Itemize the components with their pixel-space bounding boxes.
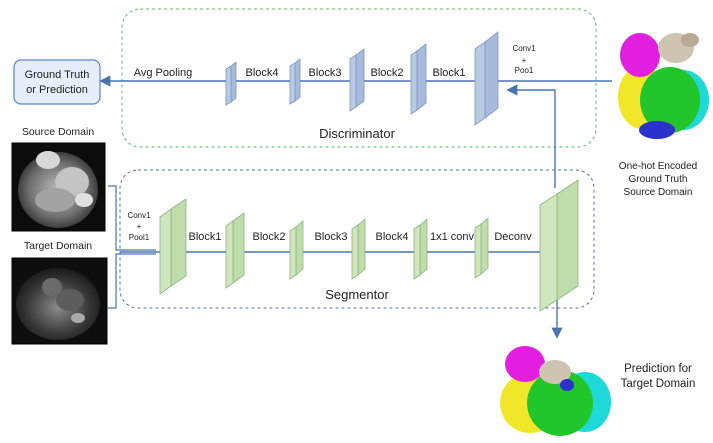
target-input-connector (108, 253, 156, 309)
ground-truth-caption-line2: Ground Truth (629, 174, 688, 185)
disc-block3-label: Block3 (308, 67, 341, 79)
ground-truth-heart-render (618, 33, 709, 139)
disc-block-3 (349, 48, 365, 112)
source-domain-image (11, 142, 106, 232)
disc-avg-pooling-label: Avg Pooling (134, 67, 193, 79)
seg-conv1-plus: + (137, 222, 142, 231)
segmentor-group (119, 169, 595, 309)
seg-conv1-line1: Conv1 (127, 211, 151, 220)
source-domain-label: Source Domain (22, 126, 95, 138)
disc-conv1-plus: + (522, 56, 527, 65)
disc-block-4 (289, 58, 301, 105)
seg-1x1conv-label: 1x1 conv (430, 231, 475, 243)
target-domain-label: Target Domain (24, 240, 92, 252)
prediction-heart-render (500, 346, 611, 436)
prediction-caption-line1: Prediction for (624, 363, 692, 375)
seg-block4-label: Block4 (375, 231, 408, 243)
disc-conv1-line1: Conv1 (512, 44, 536, 53)
deconv-to-discriminator-arrow (506, 84, 556, 188)
disc-block4-label: Block4 (245, 67, 278, 79)
disc-block1-label: Block1 (432, 67, 465, 79)
disc-conv1-line2: Poo1 (515, 66, 534, 75)
seg-block-4 (413, 218, 428, 280)
discriminator-title: Discriminator (319, 126, 396, 141)
output-box (13, 59, 101, 105)
seg-block-3 (351, 218, 366, 280)
ground-truth-caption-line3: Source Domain (624, 187, 693, 198)
seg-block3-label: Block3 (314, 231, 347, 243)
seg-block-conv1 (159, 198, 187, 295)
output-box-line2: or Prediction (26, 84, 88, 96)
source-input-connector (108, 185, 156, 251)
target-domain-image (11, 257, 108, 345)
discriminator-group (121, 8, 597, 148)
ground-truth-caption-line1: One-hot Encoded (619, 161, 697, 172)
seg-block-1x1conv (474, 217, 489, 279)
seg-block-deconv (539, 179, 579, 312)
disc-block-2 (410, 43, 427, 115)
disc-block-avgpool (225, 61, 237, 106)
seg-block2-label: Block2 (252, 231, 285, 243)
seg-deconv-label: Deconv (494, 231, 532, 243)
segmentor-title: Segmentor (325, 287, 389, 302)
seg-block-1 (225, 212, 245, 289)
output-box-line1: Ground Truth (25, 69, 90, 81)
seg-conv1-line2: Pool1 (129, 233, 150, 242)
seg-block1-label: Block1 (188, 231, 221, 243)
disc-block2-label: Block2 (370, 67, 403, 79)
disc-block-1 (474, 31, 499, 126)
seg-block-2 (289, 220, 304, 280)
prediction-caption-line2: Target Domain (621, 378, 696, 390)
